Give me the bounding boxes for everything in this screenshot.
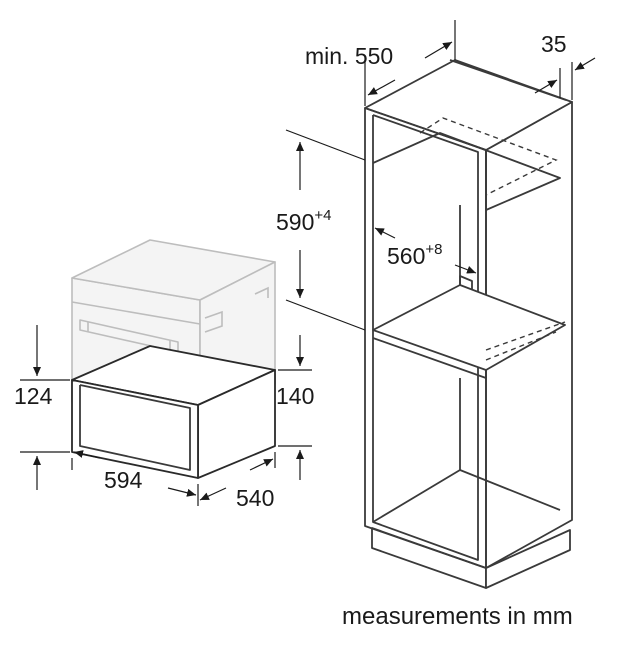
niche-height-value: 590 [276,209,314,235]
niche-height-tolerance: +4 [314,207,331,224]
dimension-lines [20,20,596,506]
tall-cabinet [364,59,573,589]
panel-thickness-label: 35 [541,31,567,57]
drawer-depth-label: 540 [236,485,274,511]
niche-width-label: 560+8 [387,241,442,269]
cabinet-plinth [371,527,487,589]
measurements-caption: measurements in mm [342,603,573,630]
niche-width-value: 560 [387,243,425,269]
niche-height-label: 590+4 [276,207,331,235]
niche-drawer-height-label: 140 [276,383,314,409]
drawer-front [71,379,199,479]
cabinet-depth-label: min. 550 [305,43,393,69]
drawer-height-label: 124 [14,383,53,409]
cabinet-plinth-side [485,529,571,589]
cabinet-shelf [372,284,566,371]
warming-drawer [71,345,276,479]
drawer-width-label: 594 [104,467,143,493]
niche-width-tolerance: +8 [425,241,442,258]
